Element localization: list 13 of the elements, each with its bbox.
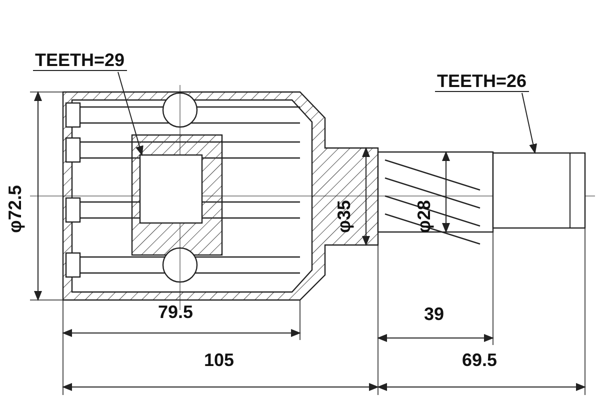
callout-text: TEETH=29	[33, 50, 127, 71]
dimension-label: 39	[424, 304, 444, 324]
dimension-label: 79.5	[158, 302, 194, 322]
dimension-label: 105	[204, 350, 234, 370]
dimension-label: 69.5	[462, 350, 498, 370]
dimension-label: φ35	[334, 200, 354, 233]
callout-text: TEETH=26	[435, 71, 529, 92]
dimension-label: φ28	[414, 200, 434, 233]
shaft-spline	[492, 152, 586, 229]
leader-line	[522, 92, 537, 154]
dimension-label: φ72.5	[5, 185, 25, 233]
inner-spline	[139, 154, 203, 224]
leader-line	[118, 72, 144, 156]
